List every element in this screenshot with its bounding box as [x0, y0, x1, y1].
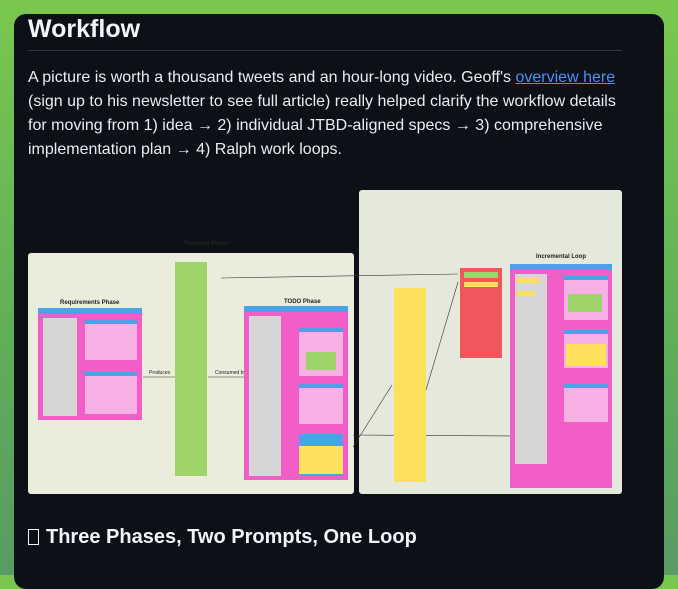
incremental-loop-title: Incremental Loop [536, 254, 587, 260]
loop-red-green-tag [464, 272, 498, 278]
todo-gray-column [249, 316, 281, 476]
emoji-placeholder-icon [28, 529, 39, 545]
overview-link[interactable]: overview here [515, 69, 616, 86]
produces-label: Produces [149, 370, 171, 376]
requirements-gray-column [43, 318, 77, 416]
intro-text-start: A picture is worth a thousand tweets and… [28, 69, 516, 86]
planning-bar [175, 262, 207, 476]
section-heading: Workflow [28, 15, 141, 43]
requirements-phase-title: Requirements Phase [60, 300, 120, 306]
workflow-diagram: Planning Phase Requirements Phase Produc… [28, 190, 624, 496]
incremental-yellow-tag-1 [517, 278, 539, 283]
incremental-green-note [568, 294, 602, 312]
todo-phase-title: TODO Phase [284, 299, 321, 305]
diagram-connectors [143, 273, 517, 448]
consumed-by-label: Consumed by [215, 370, 246, 376]
requirements-card-1 [85, 320, 137, 360]
intro-paragraph: A picture is worth a thousand tweets and… [28, 66, 628, 162]
requirements-card-2 [85, 372, 137, 414]
heading-divider [28, 50, 622, 51]
incremental-gray-column [515, 274, 547, 464]
incremental-yellow-tag-2 [517, 291, 535, 296]
incremental-header-bar [510, 264, 612, 270]
todo-green-note [306, 352, 336, 370]
todo-card-2 [299, 384, 343, 424]
todo-header-bar [244, 306, 348, 312]
incremental-yellow-note [566, 344, 606, 366]
intro-text-end: (sign up to his newsletter to see full a… [28, 93, 616, 158]
three-phases-heading: Three Phases, Two Prompts, One Loop [28, 524, 417, 550]
todo-yellow-note [299, 446, 343, 474]
incremental-card-3 [564, 384, 608, 422]
requirements-header-bar [38, 308, 142, 314]
content-card: Workflow A picture is worth a thousand t… [14, 14, 664, 589]
loop-yellow-bar [394, 288, 426, 482]
planning-phase-title: Planning Phase [184, 241, 229, 247]
loop-red-yellow-tag [464, 282, 498, 287]
three-phases-heading-text: Three Phases, Two Prompts, One Loop [46, 526, 417, 548]
